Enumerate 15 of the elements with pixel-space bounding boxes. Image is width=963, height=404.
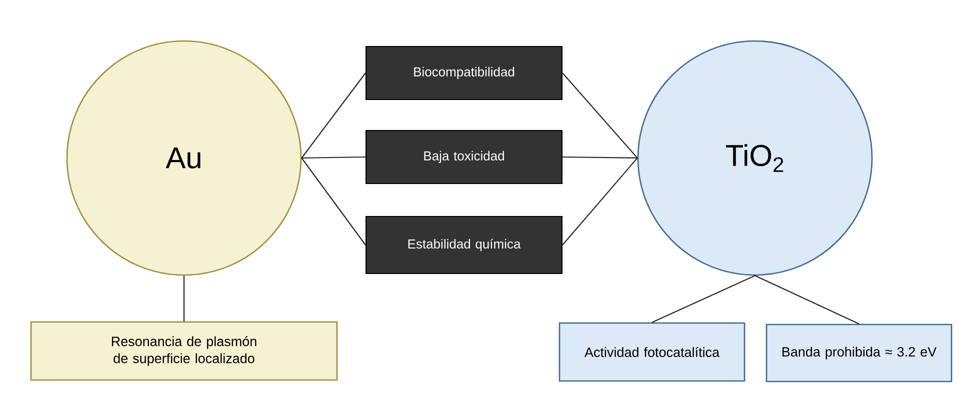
property-box: Estabilidad química (366, 216, 562, 274)
property-box: Resonancia de plasmón de superficie localizado (30, 321, 338, 381)
property-box: Actividad fotocatalítica (558, 322, 746, 382)
connector-line (301, 158, 366, 246)
connector-line (301, 72, 366, 158)
property-box: Banda prohibida ≈ 3.2 eV (766, 324, 952, 382)
connector-line (562, 156, 638, 159)
connector-line (562, 158, 638, 246)
connector-line (183, 276, 185, 322)
connector-line (754, 275, 860, 324)
connector-line (302, 156, 366, 159)
property-box: Baja toxicidad (366, 130, 562, 184)
connector-line (652, 275, 756, 323)
connector-line (562, 72, 638, 158)
property-box: Biocompatibilidad (366, 46, 562, 100)
